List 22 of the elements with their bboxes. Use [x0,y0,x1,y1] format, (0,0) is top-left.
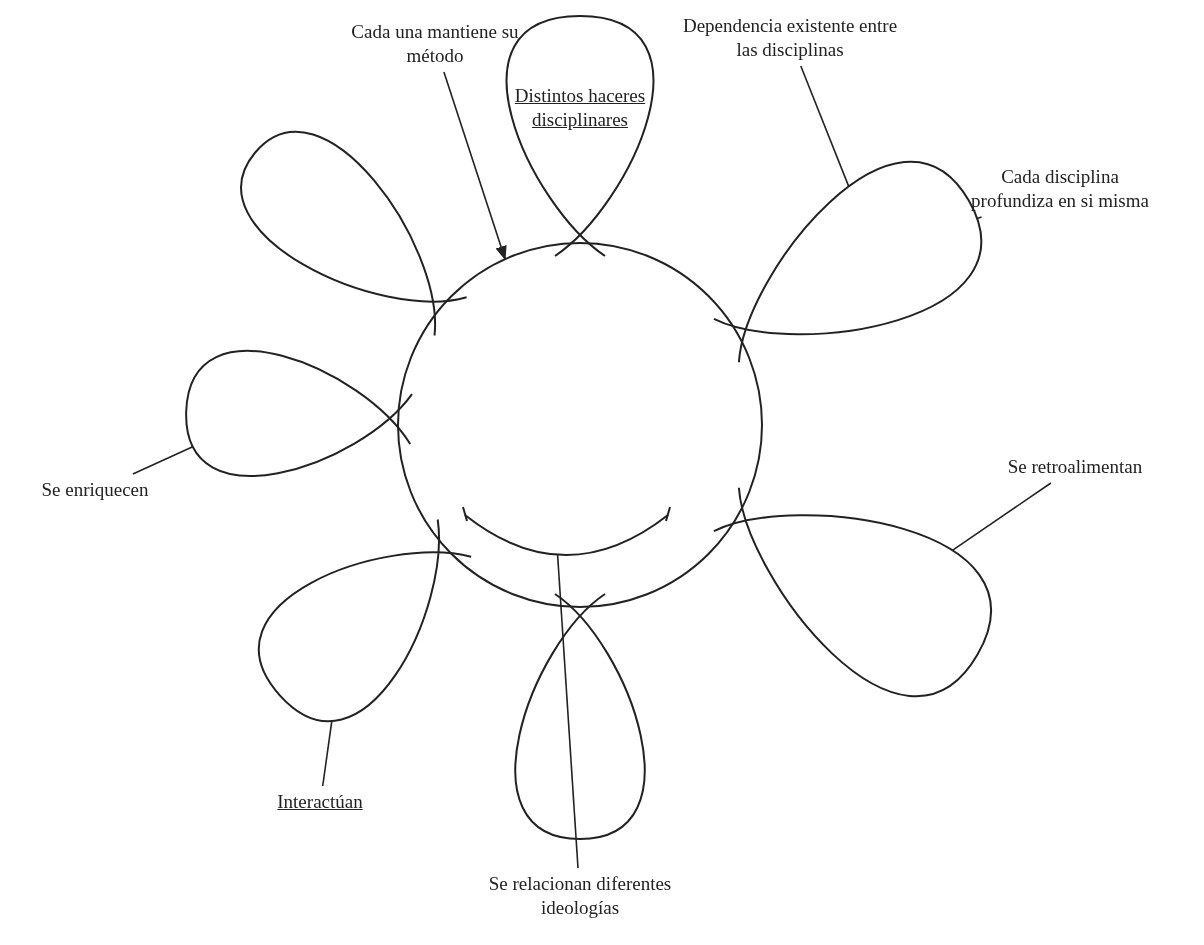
leader-line [321,720,333,787]
petal-loop [514,593,646,840]
callout-text: Cada una mantiene su método [340,20,530,68]
center-circle [397,242,763,608]
petal-loop [257,518,473,722]
callout-text: Se enriquecen [15,478,175,502]
leader-line [556,553,579,869]
leader-line [132,445,194,475]
petal-loop [240,130,468,337]
callout-text: Se relacionan diferentes ideologías [455,872,705,920]
leader-line [800,65,850,188]
callout-text: Se retroalimentan [975,455,1175,479]
arc-bracket [462,506,671,556]
petal-loop [712,486,991,697]
leader-line [951,482,1052,552]
petal-loop [185,350,413,477]
callout-text: Cada disciplina profundiza en si misma [965,165,1155,213]
leader-line [976,216,983,220]
arrow [443,71,507,261]
callout-text: Interactúan [255,790,385,814]
petal-label: Distintos haceres disciplinares [513,84,647,132]
callout-text: Dependencia existente entre las disciplinas [680,14,900,62]
